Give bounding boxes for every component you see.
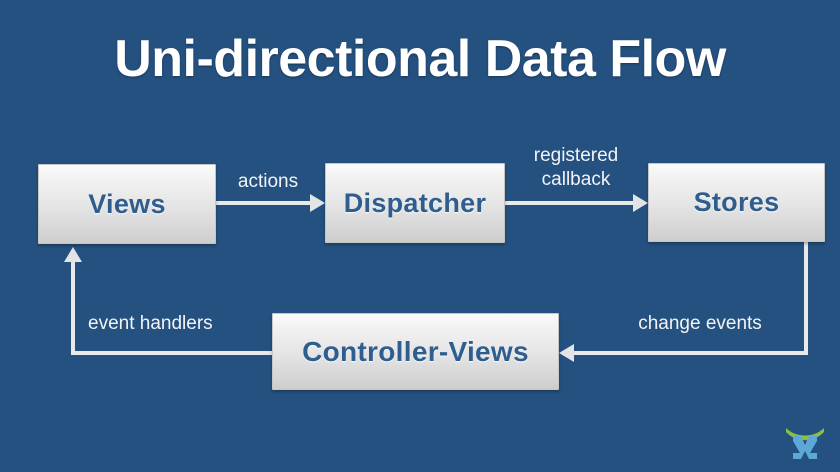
- logo-mark: [793, 436, 817, 459]
- edge-line-dispatcher-stores: [505, 201, 633, 205]
- edge-label-event-handlers: event handlers: [88, 313, 213, 334]
- node-views[interactable]: Views: [38, 164, 216, 244]
- arrowhead-dispatcher-stores: [633, 194, 648, 212]
- edge-label-actions: actions: [237, 171, 299, 192]
- arrowhead-stores-controller: [559, 344, 574, 362]
- edge-line-controller-left: [71, 351, 274, 355]
- edge-line-stores-controller: [574, 351, 808, 355]
- exoplatform-logo-icon: [786, 428, 824, 459]
- edge-label-registered-callback: registered callback: [533, 145, 619, 190]
- arrowhead-controller-views: [64, 247, 82, 262]
- arrowhead-views-dispatcher: [310, 194, 325, 212]
- node-stores[interactable]: Stores: [648, 163, 825, 242]
- node-dispatcher[interactable]: Dispatcher: [325, 163, 505, 243]
- edge-label-change-events: change events: [638, 313, 762, 334]
- edge-line-stores-down: [804, 242, 808, 355]
- edge-line-views-dispatcher: [216, 201, 310, 205]
- logo-arc: [786, 428, 824, 441]
- edge-line-controller-views-up: [71, 262, 75, 355]
- node-controller-views[interactable]: Controller-Views: [272, 313, 559, 390]
- page-title: Uni-directional Data Flow: [114, 30, 726, 88]
